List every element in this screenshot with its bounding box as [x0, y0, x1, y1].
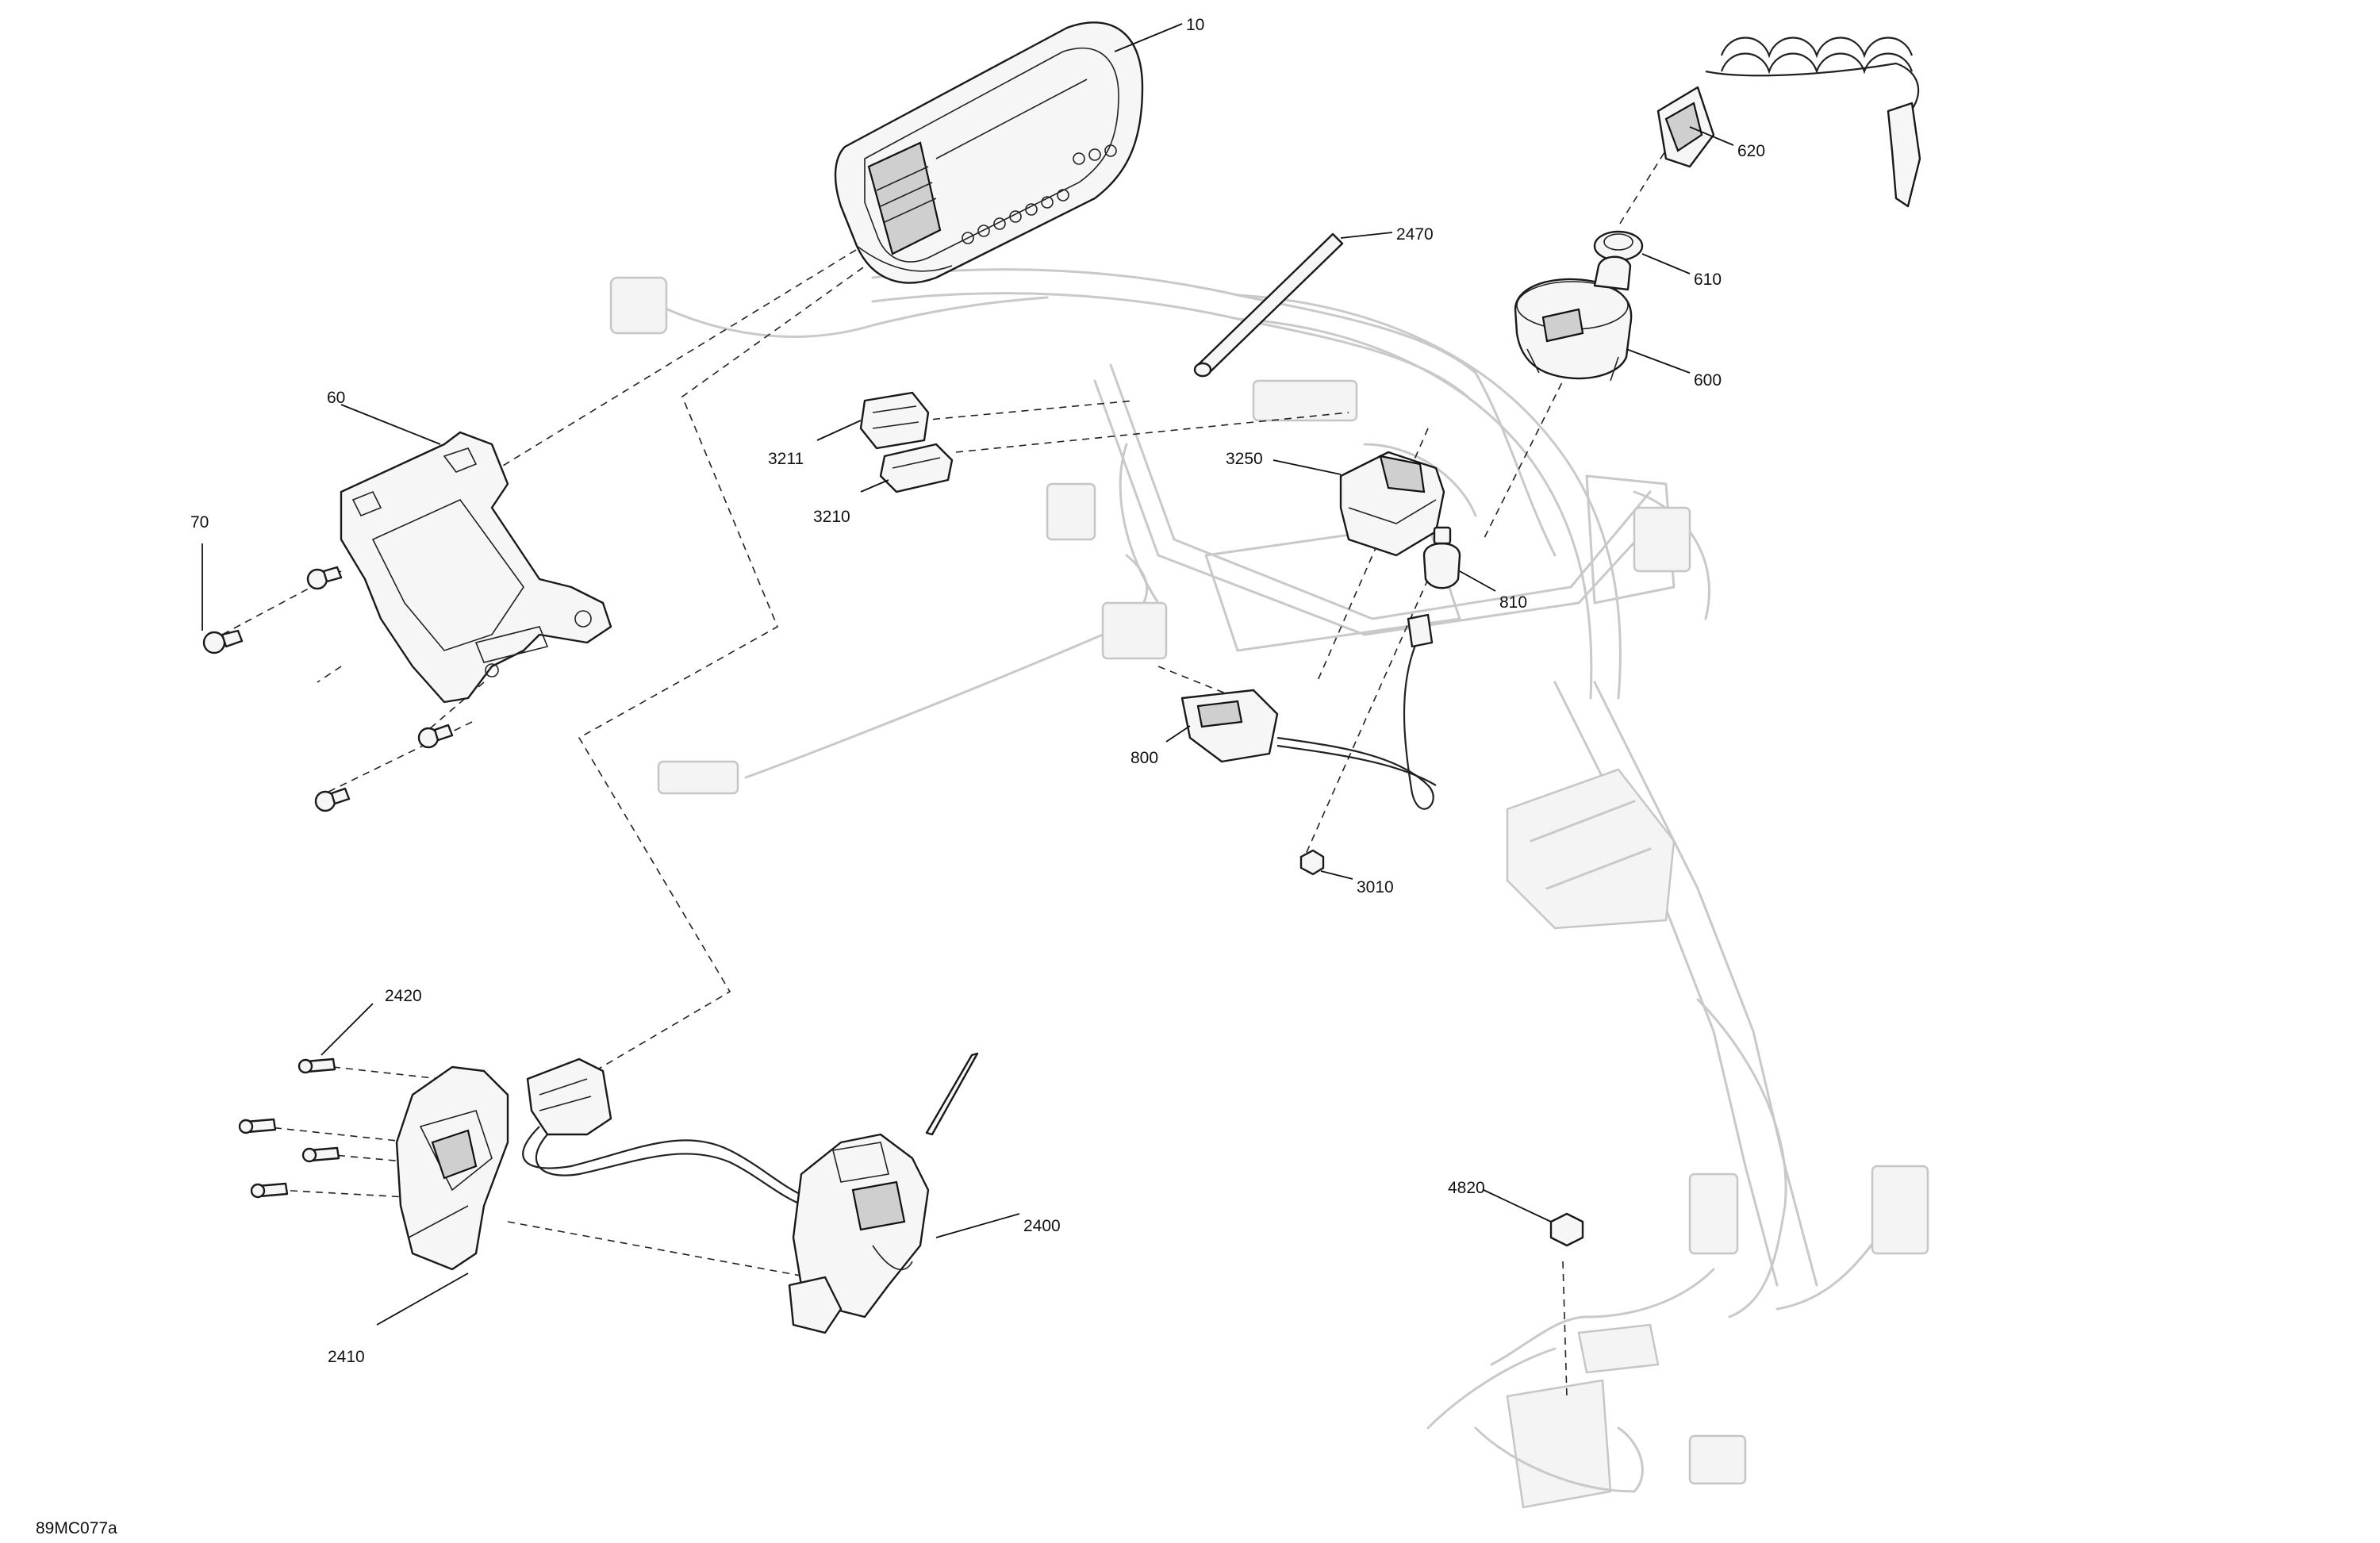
tether-cord-620: [1656, 36, 1921, 208]
ghost-frame-harness: [609, 268, 1929, 1509]
callout-800: 800: [1130, 749, 1158, 767]
figure-id: 89MC077a: [36, 1519, 117, 1537]
ignition-switch-600: [1514, 255, 1633, 382]
screw-2420-b: [238, 1118, 277, 1134]
switch-3250: [1339, 451, 1445, 557]
callout-3010: 3010: [1357, 878, 1394, 896]
callout-2420: 2420: [385, 987, 422, 1005]
screw-70-a: [202, 629, 244, 654]
screw-70-c: [417, 724, 454, 749]
callout-810: 810: [1499, 593, 1527, 612]
screw-70-group: [202, 566, 454, 812]
nut-4820: [1549, 1212, 1584, 1247]
fuse-cap-810: [1422, 526, 1461, 589]
ring-nut-610: [1593, 230, 1644, 262]
callout-labels: 10 60 70 620 610 600 2470 3211 3210 3250…: [36, 16, 1765, 1537]
callout-620: 620: [1737, 142, 1765, 160]
callout-10: 10: [1186, 16, 1204, 34]
callout-70: 70: [190, 513, 209, 532]
connector-3211: [859, 391, 930, 450]
callout-3210: 3210: [813, 508, 850, 526]
leader-lines: [202, 23, 1734, 1326]
indicator-lights: [962, 144, 1117, 244]
callout-2410: 2410: [328, 1348, 365, 1366]
screw-2420-d: [250, 1182, 289, 1199]
switch-assembly-2400: [522, 1052, 979, 1334]
callout-610: 610: [1694, 271, 1722, 289]
callout-3211: 3211: [768, 450, 804, 468]
callout-600: 600: [1694, 371, 1722, 390]
screw-70-d: [314, 787, 351, 812]
callout-3250: 3250: [1226, 450, 1263, 468]
callout-4820: 4820: [1448, 1179, 1485, 1197]
fuse-holder-800: [1180, 613, 1437, 810]
nut-3010: [1299, 849, 1325, 876]
screw-2420-c: [301, 1146, 340, 1163]
cluster-bracket: [340, 431, 612, 704]
switch-housing-2410: [395, 1065, 509, 1271]
callout-2400: 2400: [1023, 1217, 1061, 1235]
screw-2420-group: [238, 1057, 340, 1199]
connector-3210: [879, 443, 954, 493]
rod-2470: [1193, 232, 1344, 378]
callout-60: 60: [327, 389, 345, 407]
instrument-cluster: [834, 21, 1144, 284]
callout-2470: 2470: [1396, 225, 1434, 244]
screw-70-b: [306, 566, 343, 590]
screw-2420-a: [298, 1057, 336, 1074]
